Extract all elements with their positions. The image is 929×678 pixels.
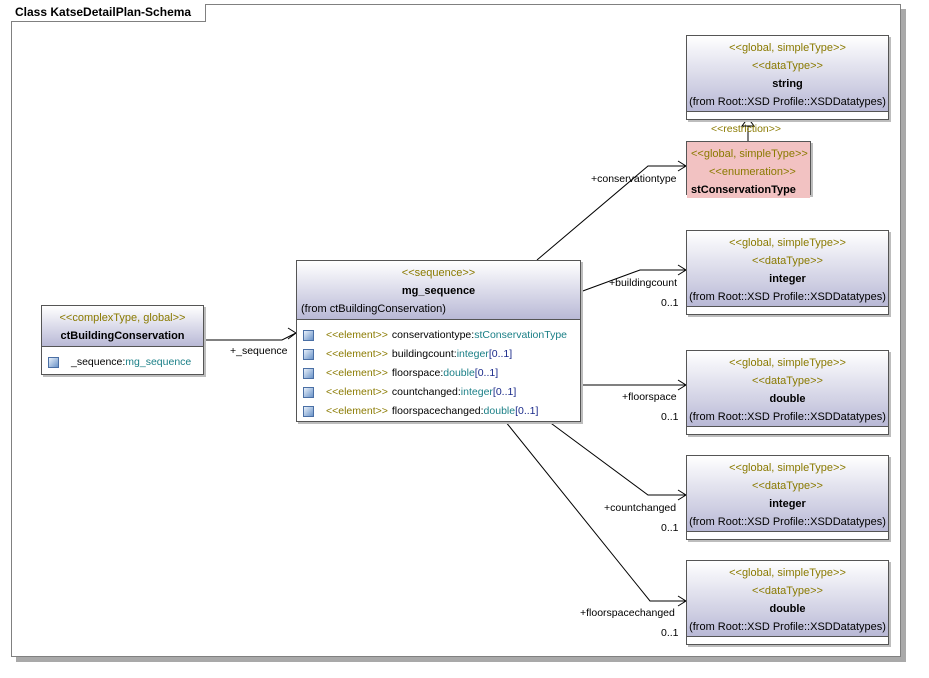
connector-sequence xyxy=(204,332,297,341)
from-package: (from Root::XSD Profile::XSDDatatypes) xyxy=(689,96,886,108)
stereotype: <<global, simpleType>> xyxy=(729,567,846,579)
mult-floorspace-label: 0..1 xyxy=(661,411,679,423)
class-name: integer xyxy=(769,273,806,285)
class-name: double xyxy=(769,393,806,405)
element-row[interactable]: <<element>> conservationtype: stConserva… xyxy=(303,326,574,345)
connector-buildingcount xyxy=(579,269,686,293)
class-double-floorspace[interactable]: <<global, simpleType>> <<dataType>> doub… xyxy=(686,350,889,435)
stereotype: <<dataType>> xyxy=(752,60,823,72)
attribute-icon xyxy=(48,357,59,368)
stereotype: <<dataType>> xyxy=(752,585,823,597)
attribute-name: _sequence: xyxy=(71,356,126,368)
element-row[interactable]: <<element>> buildingcount: integer [0..1… xyxy=(303,345,574,364)
class-integer-countchanged[interactable]: <<global, simpleType>> <<dataType>> inte… xyxy=(686,455,889,540)
class-double-floorspacechanged[interactable]: <<global, simpleType>> <<dataType>> doub… xyxy=(686,560,889,645)
stereotype: <<dataType>> xyxy=(752,375,823,387)
stereotype: <<global, simpleType>> xyxy=(729,462,846,474)
attribute-type: mg_sequence xyxy=(125,356,192,368)
stereotype: <<complexType, global>> xyxy=(59,312,186,324)
class-string[interactable]: <<global, simpleType>> <<dataType>> stri… xyxy=(686,35,889,120)
connector-conservationtype xyxy=(536,165,686,261)
generalization-arrowhead xyxy=(741,117,755,127)
role-buildingcount-label: +buildingcount xyxy=(609,277,678,289)
element-icon xyxy=(303,330,314,341)
diagram-title: Class KatseDetailPlan-Schema xyxy=(11,4,207,22)
stereotype: <<global, simpleType>> xyxy=(729,42,846,54)
class-name: double xyxy=(769,603,806,615)
mult-countchanged-label: 0..1 xyxy=(661,522,679,534)
element-row[interactable]: <<element>> floorspacechanged: double [0… xyxy=(303,402,574,421)
connector-floorspacechanged xyxy=(504,420,686,602)
mult-buildingcount-label: 0..1 xyxy=(661,297,679,309)
stereotype: <<sequence>> xyxy=(401,267,476,279)
class-stconservationtype[interactable]: <<global, simpleType>> <<enumeration>> s… xyxy=(686,141,811,198)
class-name: mg_sequence xyxy=(401,285,476,297)
class-name: string xyxy=(772,78,803,90)
stereotype: <<global, simpleType>> xyxy=(729,357,846,369)
restriction-label: <<restriction>> xyxy=(711,123,782,135)
from-package: (from Root::XSD Profile::XSDDatatypes) xyxy=(689,291,886,303)
connector-countchanged xyxy=(547,420,686,496)
role-countchanged-label: +countchanged xyxy=(604,502,677,514)
role-sequence-label: +_sequence xyxy=(230,345,288,357)
element-row[interactable]: <<element>> countchanged: integer [0..1] xyxy=(303,383,574,402)
class-name: ctBuildingConservation xyxy=(60,330,185,342)
stereotype: <<global, simpleType>> xyxy=(729,237,846,249)
element-icon xyxy=(303,406,314,417)
stereotype: <<global, simpleType>> xyxy=(691,148,808,160)
mult-floorspacechanged-label: 0..1 xyxy=(661,627,679,639)
role-floorspacechanged-label: +floorspacechanged xyxy=(580,607,675,619)
arrowhead-sequence xyxy=(287,327,297,340)
from-package: (from Root::XSD Profile::XSDDatatypes) xyxy=(689,621,886,633)
class-mg-sequence[interactable]: <<sequence>> mg_sequence (from ctBuildin… xyxy=(296,260,581,422)
attribute-row[interactable]: _sequence: mg_sequence xyxy=(48,353,197,372)
class-integer-buildingcount[interactable]: <<global, simpleType>> <<dataType>> inte… xyxy=(686,230,889,315)
from-package: (from ctBuildingConservation) xyxy=(301,303,446,315)
from-package: (from Root::XSD Profile::XSDDatatypes) xyxy=(689,411,886,423)
class-name: integer xyxy=(769,498,806,510)
role-conservationtype-label: +conservationtype xyxy=(591,173,677,185)
stereotype: <<enumeration>> xyxy=(709,166,796,178)
class-name: stConservationType xyxy=(691,184,796,196)
stereotype: <<dataType>> xyxy=(752,480,823,492)
element-icon xyxy=(303,349,314,360)
role-floorspace-label: +floorspace xyxy=(622,391,677,403)
element-icon xyxy=(303,387,314,398)
element-icon xyxy=(303,368,314,379)
element-row[interactable]: <<element>> floorspace: double [0..1] xyxy=(303,364,574,383)
stereotype: <<dataType>> xyxy=(752,255,823,267)
from-package: (from Root::XSD Profile::XSDDatatypes) xyxy=(689,516,886,528)
class-ctbuildingconservation[interactable]: <<complexType, global>> ctBuildingConser… xyxy=(41,305,204,375)
element-list: <<element>> conservationtype: stConserva… xyxy=(297,320,580,425)
